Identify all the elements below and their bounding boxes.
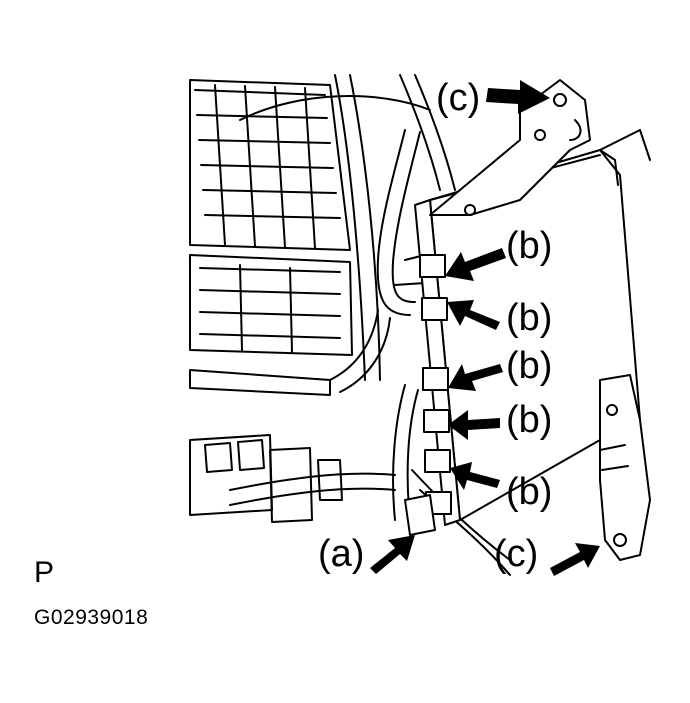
page-letter: P	[34, 556, 55, 589]
figure-code: G02939018	[34, 606, 149, 629]
callout-b5: (b)	[506, 471, 552, 513]
arrow-b5	[450, 462, 500, 490]
callout-b4: (b)	[506, 399, 552, 441]
callout-b2: (b)	[506, 297, 552, 339]
bracket-lower	[599, 374, 651, 561]
callout-c-bottom: (c)	[494, 533, 538, 575]
callout-c-top: (c)	[436, 77, 480, 119]
arrow-b3	[448, 364, 503, 391]
callout-a: (a)	[318, 533, 364, 575]
arrow-a	[370, 535, 415, 574]
relay-block	[189, 434, 313, 523]
callout-b1: (b)	[506, 225, 552, 267]
wire-harness-upper	[329, 129, 426, 393]
arrow-b2	[447, 300, 500, 330]
bracket-upper	[429, 79, 591, 216]
callout-b3: (b)	[506, 345, 552, 387]
arrow-b4	[448, 410, 500, 440]
arrow-b1	[445, 248, 506, 281]
grille-panel	[189, 79, 353, 356]
clamp	[404, 494, 436, 536]
arrow-c-bottom	[550, 543, 600, 576]
arrow-c-top	[486, 80, 550, 114]
frame-members	[189, 74, 456, 396]
